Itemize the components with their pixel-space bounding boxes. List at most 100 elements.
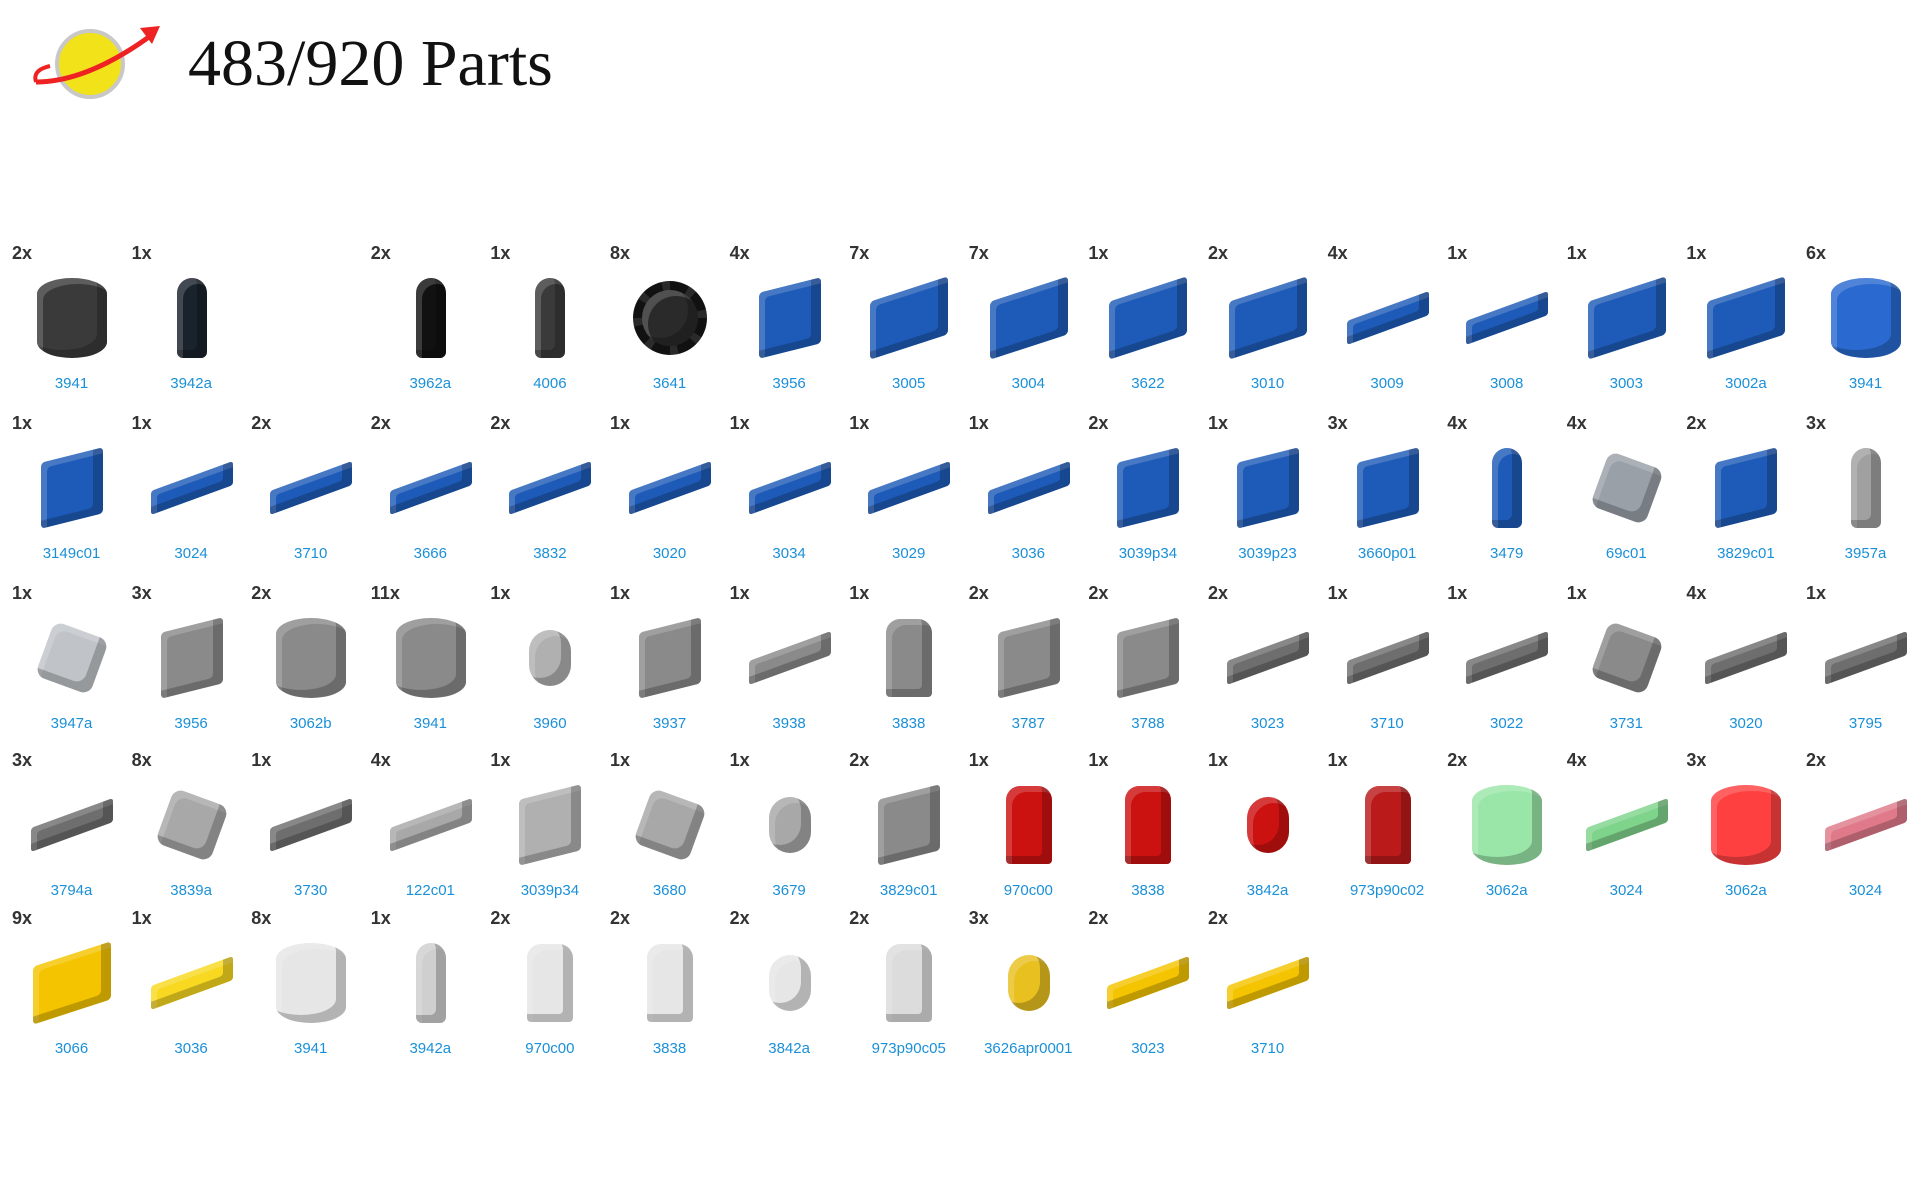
- part-item[interactable]: 4x 3009: [1328, 243, 1447, 413]
- part-item[interactable]: 1x 3008: [1447, 243, 1566, 413]
- part-item[interactable]: 2x 3829c01: [1686, 413, 1805, 583]
- part-item[interactable]: 1x 3842a: [1208, 750, 1327, 920]
- part-number-link[interactable]: 3710: [294, 545, 328, 562]
- part-number-link[interactable]: 3730: [294, 882, 328, 899]
- part-item[interactable]: 1x 3731: [1567, 583, 1686, 753]
- part-number-link[interactable]: 3842a: [768, 1040, 810, 1057]
- part-number-link[interactable]: 3839a: [170, 882, 212, 899]
- part-item[interactable]: 4x 69c01: [1567, 413, 1686, 583]
- part-item[interactable]: 2x 3829c01: [849, 750, 968, 920]
- part-item[interactable]: 1x 3039p34: [490, 750, 609, 920]
- part-item[interactable]: 1x 3029: [849, 413, 968, 583]
- part-number-link[interactable]: 3680: [652, 882, 687, 899]
- part-number-link[interactable]: 3956: [772, 375, 806, 392]
- part-number-link[interactable]: 3947a: [50, 715, 93, 732]
- part-number-link[interactable]: 3036: [174, 1040, 208, 1057]
- part-item[interactable]: 7x 3005: [849, 243, 968, 413]
- part-number-link[interactable]: 3956: [174, 715, 208, 732]
- part-number-link[interactable]: 3149c01: [42, 545, 101, 562]
- part-number-link[interactable]: 3009: [1370, 375, 1404, 392]
- part-number-link[interactable]: 3039p23: [1238, 545, 1297, 562]
- part-number-link[interactable]: 973p90c05: [871, 1040, 946, 1057]
- part-number-link[interactable]: 3641: [652, 375, 687, 392]
- part-number-link[interactable]: 3005: [892, 375, 926, 392]
- part-number-link[interactable]: 122c01: [405, 882, 455, 899]
- part-item[interactable]: 11x 3941: [371, 583, 490, 753]
- part-number-link[interactable]: 3938: [772, 715, 806, 732]
- part-number-link[interactable]: 3941: [1848, 375, 1883, 392]
- part-number-link[interactable]: 3838: [652, 1040, 687, 1057]
- part-item[interactable]: 3x 3062a: [1686, 750, 1805, 920]
- part-item[interactable]: 1x 3942a: [371, 908, 490, 1078]
- part-number-link[interactable]: 3479: [1490, 545, 1524, 562]
- part-number-link[interactable]: 3003: [1609, 375, 1643, 392]
- part-number-link[interactable]: 3023: [1131, 1040, 1165, 1057]
- part-item[interactable]: 1x 3149c01: [12, 413, 131, 583]
- part-item[interactable]: 9x 3066: [12, 908, 131, 1078]
- part-number-link[interactable]: 3622: [1131, 375, 1165, 392]
- part-item[interactable]: 1x 3937: [610, 583, 729, 753]
- part-item[interactable]: 1x 3838: [849, 583, 968, 753]
- part-number-link[interactable]: 3022: [1490, 715, 1524, 732]
- part-item[interactable]: 3x 3956: [132, 583, 251, 753]
- part-item[interactable]: 1x 970c00: [969, 750, 1088, 920]
- part-item[interactable]: 1x 3024: [132, 413, 251, 583]
- part-number-link[interactable]: 3960: [533, 715, 567, 732]
- part-item[interactable]: 4x 3020: [1686, 583, 1805, 753]
- part-number-link[interactable]: 3039p34: [1118, 545, 1178, 562]
- part-item[interactable]: 3x 3626apr0001: [969, 908, 1088, 1078]
- part-item[interactable]: 2x 3023: [1208, 583, 1327, 753]
- part-number-link[interactable]: 3010: [1250, 375, 1285, 392]
- part-number-link[interactable]: 3062a: [1725, 882, 1767, 899]
- part-item[interactable]: 2x 3842a: [730, 908, 849, 1078]
- part-number-link[interactable]: 3626apr0001: [984, 1040, 1073, 1057]
- part-item[interactable]: 1x 3039p23: [1208, 413, 1327, 583]
- part-item[interactable]: 1x 3003: [1567, 243, 1686, 413]
- part-number-link[interactable]: 3004: [1011, 375, 1045, 392]
- part-item[interactable]: 8x 3641: [610, 243, 729, 413]
- part-item[interactable]: 7x 3004: [969, 243, 1088, 413]
- part-item[interactable]: 2x 3832: [490, 413, 609, 583]
- part-number-link[interactable]: 3679: [772, 882, 806, 899]
- part-item[interactable]: 2x 3062b: [251, 583, 370, 753]
- part-item[interactable]: 4x 3024: [1567, 750, 1686, 920]
- part-item[interactable]: 1x 3710: [1328, 583, 1447, 753]
- part-number-link[interactable]: 3036: [1011, 545, 1045, 562]
- part-number-link[interactable]: 3838: [892, 715, 926, 732]
- part-item[interactable]: 1x 3679: [730, 750, 849, 920]
- part-number-link[interactable]: 3710: [1370, 715, 1404, 732]
- part-number-link[interactable]: 3942a: [170, 375, 212, 392]
- part-item[interactable]: 2x 3710: [251, 413, 370, 583]
- part-item[interactable]: 2x 3941: [12, 243, 131, 413]
- part-number-link[interactable]: 3832: [533, 545, 567, 562]
- part-item[interactable]: 1x 3947a: [12, 583, 131, 753]
- part-item[interactable]: 1x 3730: [251, 750, 370, 920]
- part-number-link[interactable]: 3039p34: [520, 882, 580, 899]
- part-item[interactable]: 1x 3002a: [1686, 243, 1805, 413]
- part-item[interactable]: 2x 973p90c05: [849, 908, 968, 1078]
- part-item[interactable]: 2x 970c00: [490, 908, 609, 1078]
- part-number-link[interactable]: 3794a: [50, 882, 93, 899]
- part-number-link[interactable]: 3829c01: [1717, 545, 1775, 562]
- part-number-link[interactable]: 3941: [294, 1040, 328, 1057]
- part-item[interactable]: 3x 3957a: [1806, 413, 1920, 583]
- part-item[interactable]: 2x 3962a: [371, 243, 490, 413]
- part-number-link[interactable]: 3842a: [1246, 882, 1289, 899]
- part-number-link[interactable]: 3666: [413, 545, 447, 562]
- part-number-link[interactable]: 3062a: [1485, 882, 1528, 899]
- part-item[interactable]: 1x 3034: [730, 413, 849, 583]
- part-number-link[interactable]: 3731: [1609, 715, 1643, 732]
- part-item[interactable]: 1x 3622: [1088, 243, 1207, 413]
- part-item[interactable]: 2x 3710: [1208, 908, 1327, 1078]
- part-item[interactable]: 1x 3942a: [132, 243, 251, 413]
- part-item[interactable]: 6x 3941: [1806, 243, 1920, 413]
- part-number-link[interactable]: 973p90c02: [1349, 882, 1425, 899]
- part-number-link[interactable]: 970c00: [1003, 882, 1053, 899]
- part-number-link[interactable]: 3029: [892, 545, 926, 562]
- part-number-link[interactable]: 3020: [1729, 715, 1763, 732]
- part-item[interactable]: 1x 3020: [610, 413, 729, 583]
- part-item[interactable]: 1x 3022: [1447, 583, 1566, 753]
- part-item[interactable]: 1x 3795: [1806, 583, 1920, 753]
- part-item[interactable]: 2x 3838: [610, 908, 729, 1078]
- part-number-link[interactable]: 3962a: [409, 375, 452, 392]
